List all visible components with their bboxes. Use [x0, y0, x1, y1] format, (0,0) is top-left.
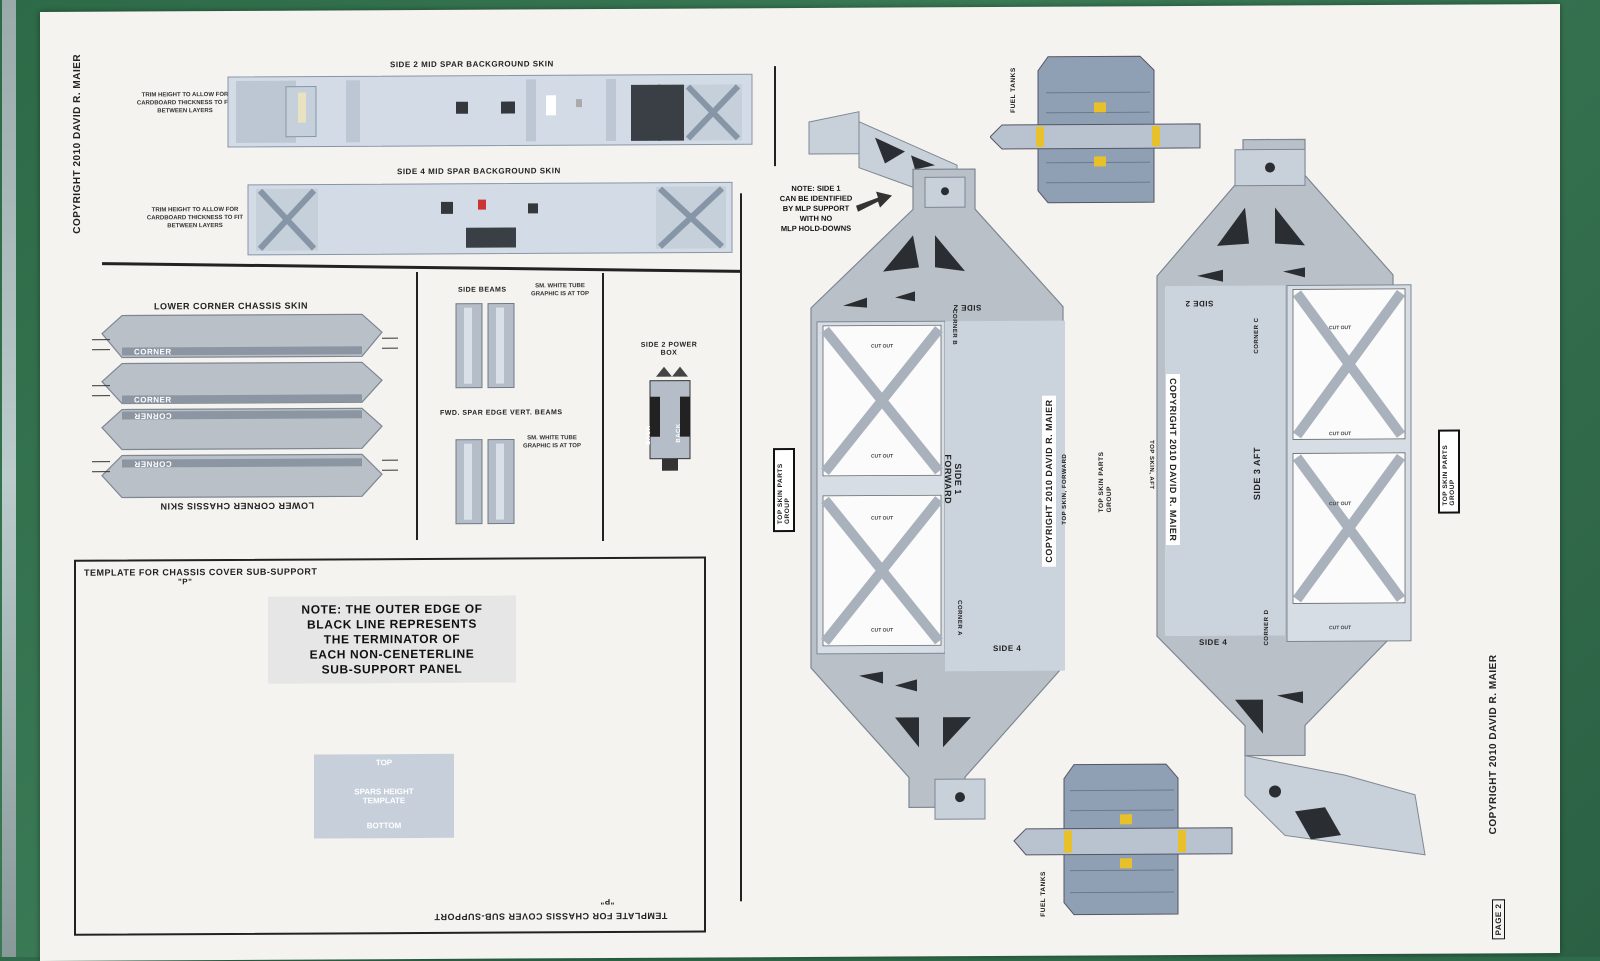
divider-v2: [602, 273, 604, 541]
svg-text:CUT OUT: CUT OUT: [1329, 325, 1351, 331]
paper-sheet: COPYRIGHT 2010 DAVID R. MAIER SIDE 2 MID…: [40, 4, 1560, 961]
aft-corner-top: CORNER C: [1254, 318, 1260, 354]
trim-note-bottom: TRIM HEIGHT TO ALLOW FOR CARDBOARD THICK…: [140, 206, 250, 231]
side2-skin-strip: [226, 70, 756, 155]
side2-skin-title: SIDE 2 MID SPAR BACKGROUND SKIN: [390, 59, 554, 69]
svg-text:CUT OUT: CUT OUT: [871, 628, 893, 634]
aft-side-bottom: SIDE 4: [1199, 638, 1227, 647]
power-box-title: SIDE 2 POWER BOX: [634, 342, 704, 358]
side4-skin-title: SIDE 4 MID SPAR BACKGROUND SKIN: [397, 166, 561, 176]
spars-top: TOP: [314, 758, 454, 768]
fwd-corner-top: CORNER B: [951, 309, 957, 345]
fwd-spar-title: FWD. SPAR EDGE VERT. BEAMS: [440, 409, 563, 418]
trim-note-top: TRIM HEIGHT TO ALLOW FOR CARDBOARD THICK…: [130, 91, 240, 116]
divider-top: [102, 262, 742, 273]
fwd-label: TOP SKIN, FORWARD: [1062, 454, 1068, 525]
parts-group-left: TOP SKIN PARTS GROUP: [773, 448, 795, 532]
fwd-side-top: SIDE 2: [953, 303, 981, 312]
metal-ruler: [2, 0, 16, 957]
divider-v1: [416, 272, 418, 540]
template-title-flipped: TEMPLATE FOR CHASSIS COVER SUB-SUPPORT: [434, 911, 667, 922]
template-p: "P": [178, 577, 192, 586]
spars-bottom: BOTTOM: [314, 821, 454, 831]
copyright-right: COPYRIGHT 2010 DAVID R. MAIER: [1488, 654, 1499, 834]
fwd-corner-bottom: CORNER A: [956, 600, 962, 636]
svg-text:CUT OUT: CUT OUT: [1329, 431, 1351, 437]
aft-label: TOP SKIN, AFT: [1148, 440, 1154, 489]
lower-corner-title-flipped: LOWER CORNER CHASSIS SKIN: [160, 501, 314, 512]
note-line-1: NOTE: THE OUTER EDGE OF: [282, 602, 502, 618]
aft-side-main: SIDE 3 AFT: [1252, 444, 1262, 504]
divider-v4: [774, 66, 776, 166]
note-line-4: EACH NON-CENETERLINE: [282, 647, 502, 663]
parts-group-left-label: TOP SKIN PARTS GROUP: [777, 454, 791, 524]
corner-label-1: CORNER: [134, 347, 172, 356]
svg-text:CUT OUT: CUT OUT: [1329, 501, 1351, 507]
template-p-flipped: "P": [600, 897, 614, 906]
note-line-2: BLACK LINE REPRESENTS: [282, 617, 502, 633]
side4-skin-strip: [246, 178, 736, 261]
corner-label-2: CORNER: [134, 395, 172, 404]
note-outer-edge: NOTE: THE OUTER EDGE OF BLACK LINE REPRE…: [268, 595, 516, 683]
back-label-2: BACK: [676, 423, 682, 442]
back-label-1: BACK: [646, 425, 652, 444]
white-tube-note-2: SM. WHITE TUBE GRAPHIC IS AT TOP: [522, 434, 582, 450]
copyright-left: COPYRIGHT 2010 DAVID R. MAIER: [72, 54, 83, 234]
divider-v3: [740, 193, 742, 901]
fwd-side-bottom: SIDE 4: [993, 644, 1021, 653]
side-beams-title: SIDE BEAMS: [458, 287, 507, 294]
power-box-graphic: [640, 367, 700, 477]
spars-middle: SPARS HEIGHT TEMPLATE: [349, 787, 419, 805]
fwd-side-main: SIDE 1 FORWARD: [943, 449, 963, 509]
template-title: TEMPLATE FOR CHASSIS COVER SUB-SUPPORT: [84, 567, 317, 578]
aft-side-top: SIDE 2: [1185, 299, 1213, 308]
svg-text:CUT OUT: CUT OUT: [871, 344, 893, 350]
aft-corner-bottom: CORNER D: [1264, 610, 1270, 646]
white-tube-note-1: SM. WHITE TUBE GRAPHIC IS AT TOP: [530, 282, 590, 298]
corner-label-3: CORNER: [134, 411, 172, 420]
note-line-5: SUB-SUPPORT PANEL: [282, 662, 502, 678]
note-line-3: THE TERMINATOR OF: [282, 632, 502, 648]
fwd-copyright: COPYRIGHT 2010 DAVID R. MAIER: [1042, 395, 1056, 566]
corner-label-4: CORNER: [134, 459, 172, 468]
aft-copyright: COPYRIGHT 2010 DAVID R. MAIER: [1166, 374, 1180, 545]
svg-text:CUT OUT: CUT OUT: [871, 516, 893, 522]
svg-text:CUT OUT: CUT OUT: [1329, 625, 1351, 631]
svg-text:CUT OUT: CUT OUT: [871, 454, 893, 460]
page-label: PAGE 2: [1492, 900, 1505, 940]
spars-template: TOP SPARS HEIGHT TEMPLATE BOTTOM: [314, 754, 454, 839]
